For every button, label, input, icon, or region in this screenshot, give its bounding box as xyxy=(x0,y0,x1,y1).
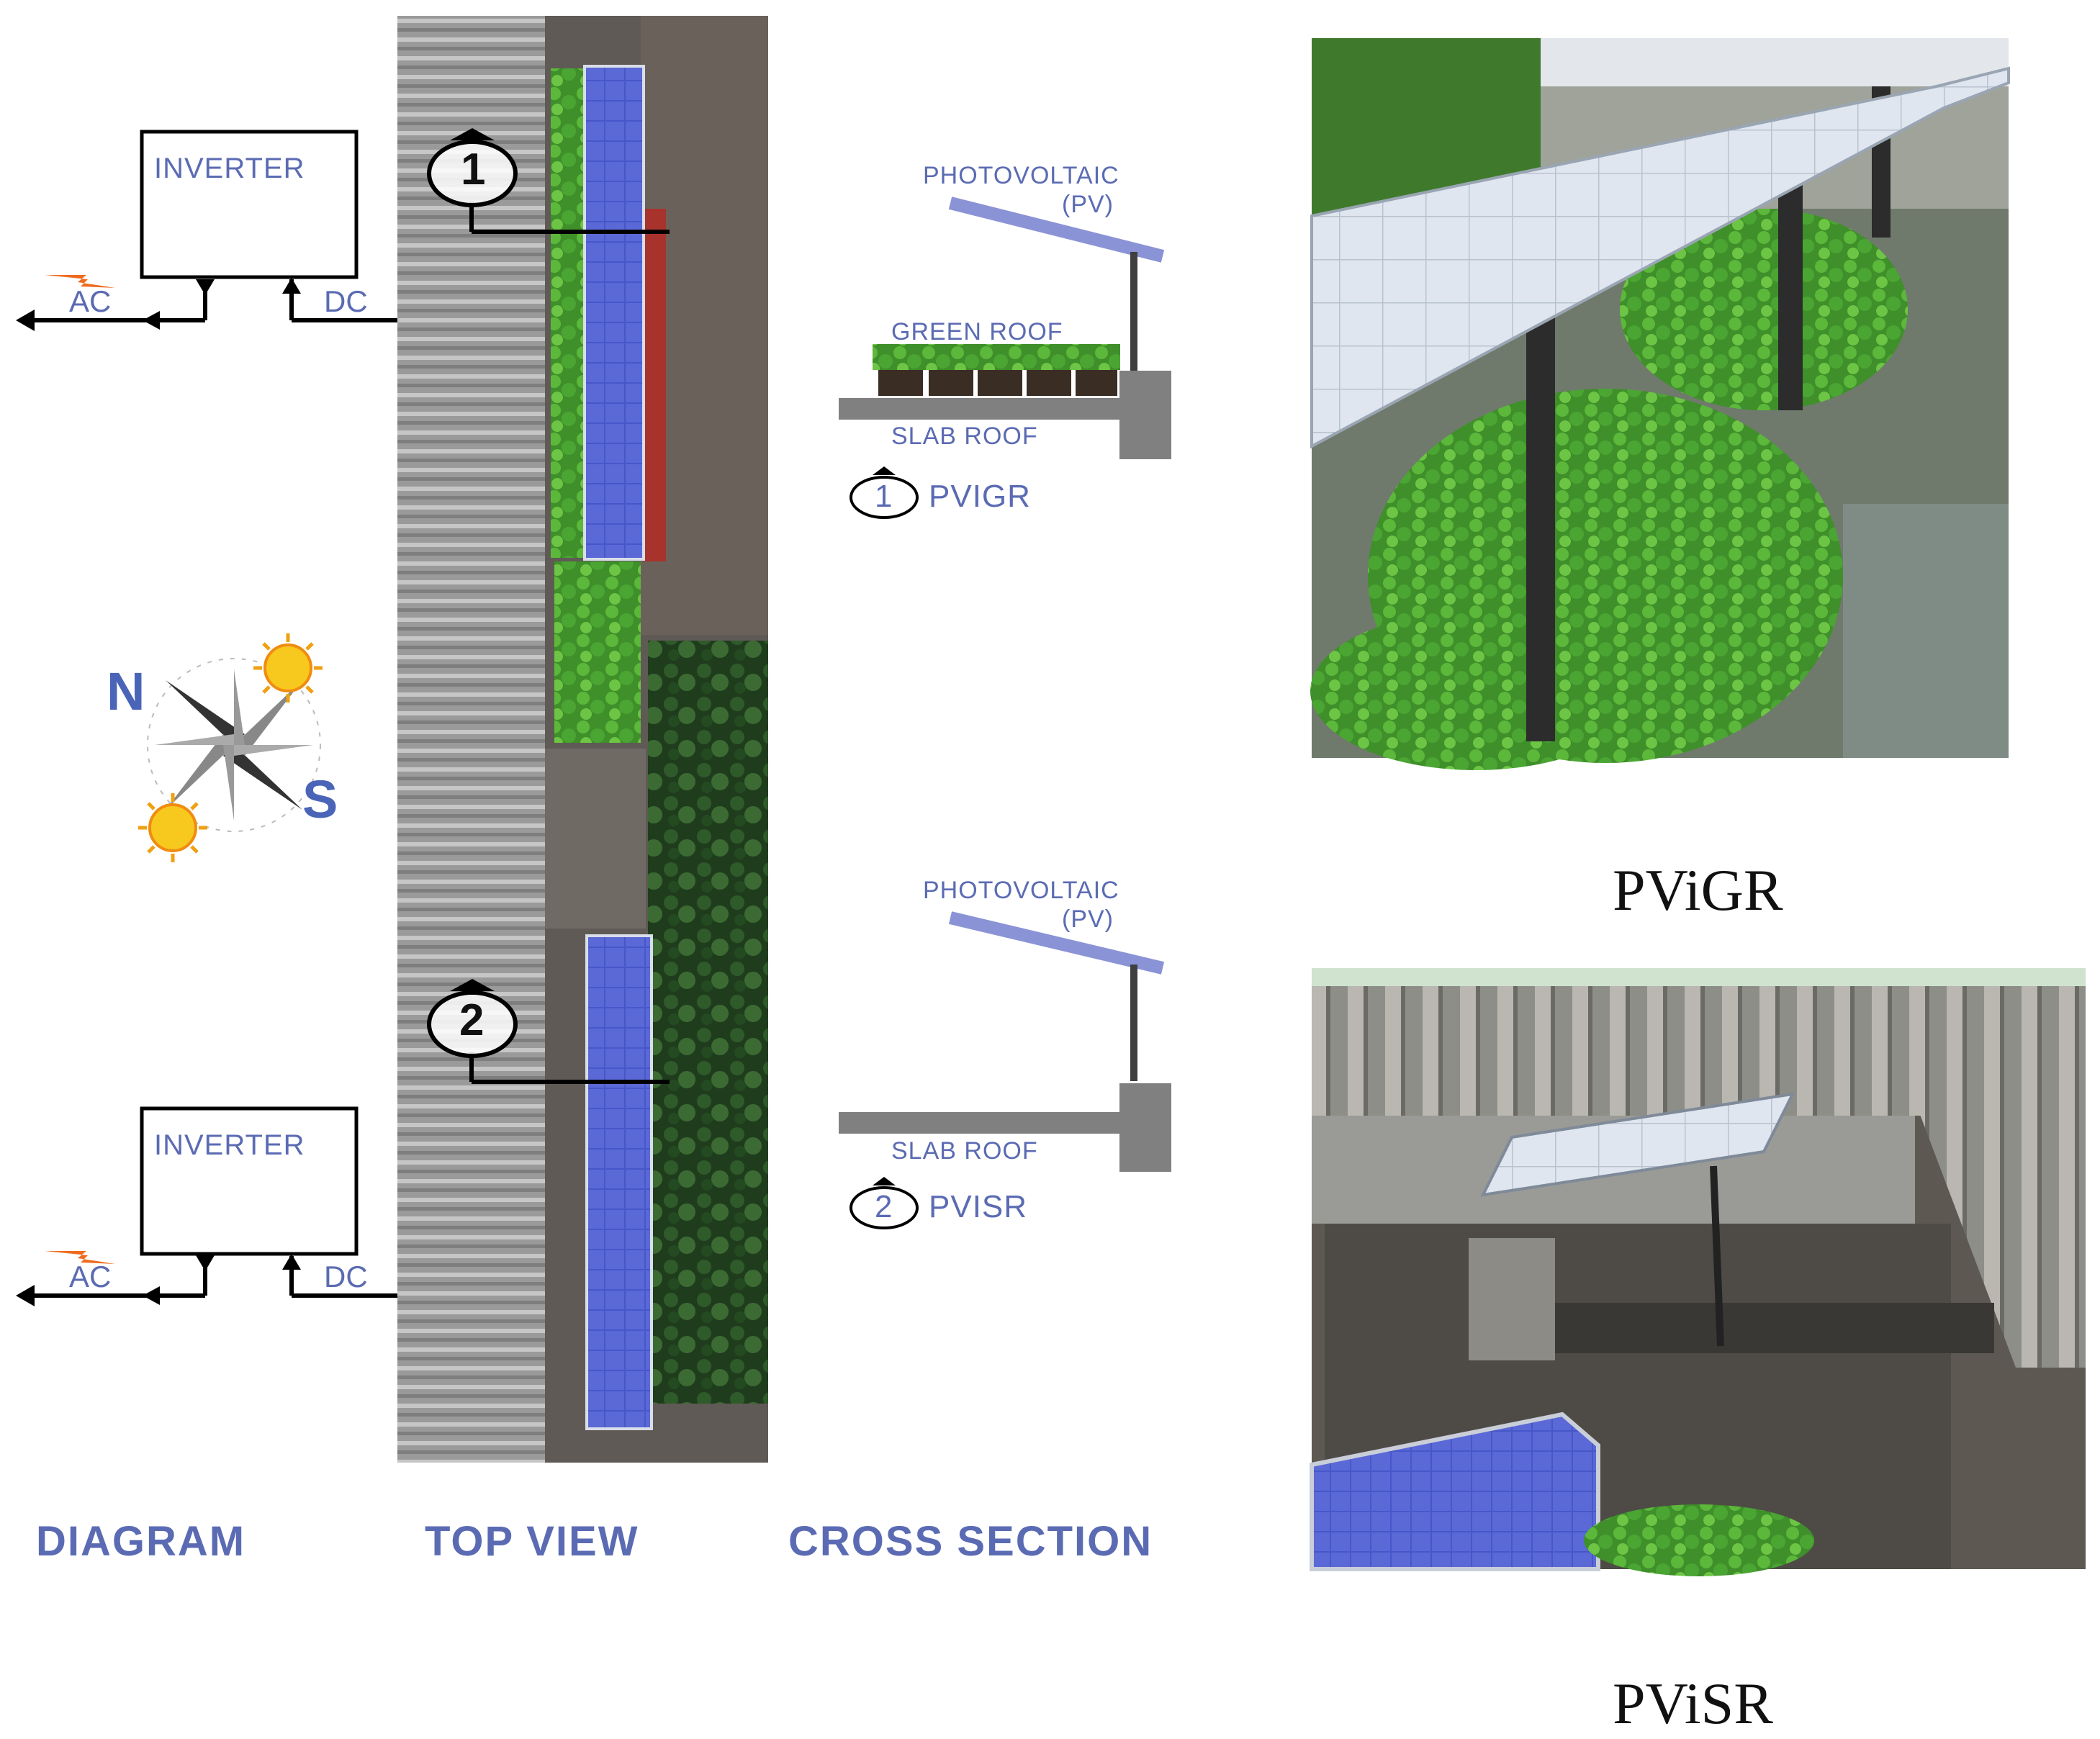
section-tag-icon xyxy=(850,1177,919,1229)
pv-label-abbr: (PV) xyxy=(1062,191,1114,218)
photo-caption-pvigr: PViGR xyxy=(1613,857,1783,923)
inverter-box xyxy=(140,130,359,279)
dc-label: DC xyxy=(324,284,368,318)
section-title-diagram: DIAGRAM xyxy=(36,1518,246,1565)
sun-icon xyxy=(138,793,207,862)
compass-north-label: N xyxy=(107,661,145,721)
section-marker-number: 2 xyxy=(459,995,485,1045)
section-marker-2 xyxy=(427,979,518,1058)
dc-label: DC xyxy=(324,1260,368,1293)
slab-roof-area xyxy=(545,749,646,929)
pv-array-1 xyxy=(583,65,645,561)
arrow-icon xyxy=(196,279,215,295)
slab-roof xyxy=(839,1112,1119,1134)
section-tag-number: 2 xyxy=(875,1189,893,1224)
pv-label: PHOTOVOLTAIC xyxy=(923,162,1119,189)
section-marker-1 xyxy=(427,128,518,207)
pv-label-abbr: (PV) xyxy=(1062,905,1114,933)
pv-panel xyxy=(948,197,1165,263)
section-tag-name: PVIGR xyxy=(929,479,1031,514)
lightning-icon xyxy=(45,1251,115,1264)
arrow-icon xyxy=(282,278,301,294)
slab-wall xyxy=(1119,371,1171,459)
section-title-top-view: TOP VIEW xyxy=(425,1518,639,1565)
slab-roof-label: SLAB ROOF xyxy=(891,1137,1038,1165)
lightning-icon xyxy=(45,275,115,288)
green-roof-strip xyxy=(554,561,641,743)
trees-area xyxy=(648,641,768,1404)
slab-roof-label: SLAB ROOF xyxy=(891,423,1038,450)
photo-caption-pvisr: PViSR xyxy=(1613,1671,1773,1736)
ac-label: AC xyxy=(69,1260,112,1293)
inverter-label: INVERTER xyxy=(154,153,305,184)
section-title-cross-section: CROSS SECTION xyxy=(788,1518,1153,1565)
section-tag-icon xyxy=(850,466,919,519)
section-tag-number: 1 xyxy=(875,479,893,514)
compass-icon xyxy=(147,658,321,832)
green-roof-strip xyxy=(551,68,585,558)
photo-pvigr xyxy=(1310,38,2010,770)
pv-label: PHOTOVOLTAIC xyxy=(923,877,1119,904)
slab-wall xyxy=(1119,1083,1171,1172)
plant-trays xyxy=(873,344,1120,396)
arrow-icon xyxy=(143,311,160,330)
section-tag-name: PVISR xyxy=(929,1189,1028,1224)
top-view-aerial xyxy=(397,16,768,1463)
cross-section-2 xyxy=(839,911,1171,1229)
arrow-icon xyxy=(16,1285,35,1306)
pv-panel xyxy=(948,911,1165,975)
sun-icon xyxy=(253,633,323,703)
compass-south-label: S xyxy=(302,769,338,829)
arrow-icon xyxy=(282,1254,301,1270)
arrow-icon xyxy=(16,310,35,331)
ac-label: AC xyxy=(69,284,112,318)
pv-array-2 xyxy=(585,934,653,1430)
corrugated-roof xyxy=(397,16,545,1463)
cross-section-1 xyxy=(839,197,1171,519)
green-roof-label: GREEN ROOF xyxy=(891,318,1063,345)
section-marker-number: 1 xyxy=(461,145,486,194)
photo-pvisr xyxy=(1310,968,2086,1576)
slab-roof xyxy=(839,398,1119,420)
inverter-diagram-2 xyxy=(16,1106,618,1306)
arrow-icon xyxy=(196,1255,215,1271)
inverter-box xyxy=(140,1106,359,1256)
arrow-icon xyxy=(143,1286,160,1305)
inverter-label: INVERTER xyxy=(154,1129,305,1161)
red-trim xyxy=(643,209,666,561)
